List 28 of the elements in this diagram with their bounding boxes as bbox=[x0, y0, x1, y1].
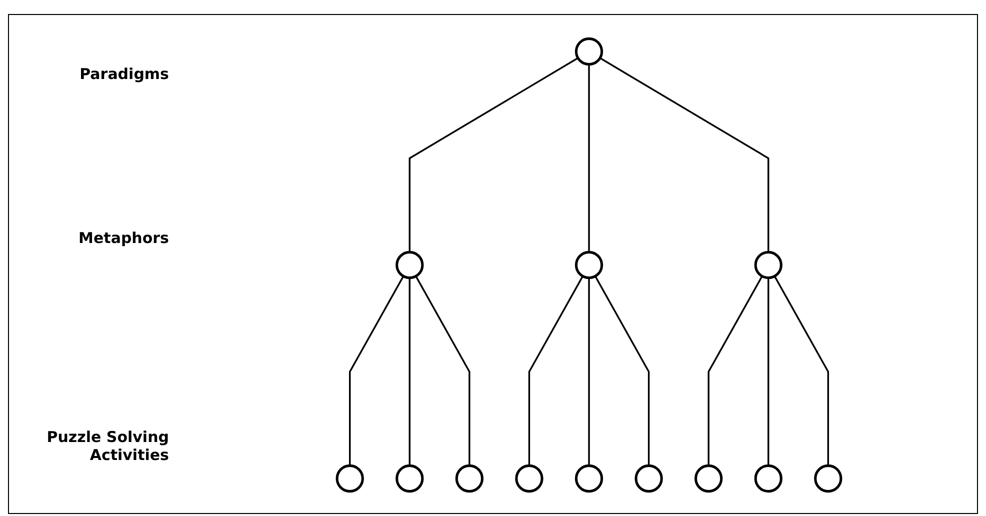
connector bbox=[415, 276, 470, 466]
node-circle bbox=[694, 464, 723, 493]
node-circle bbox=[634, 464, 663, 493]
node-circle bbox=[515, 464, 544, 493]
level-label: Paradigms bbox=[78, 64, 169, 83]
connector bbox=[408, 57, 578, 252]
connector bbox=[349, 276, 404, 466]
node-circle bbox=[455, 464, 484, 493]
node-circle bbox=[754, 464, 782, 493]
connector bbox=[588, 278, 590, 466]
connector bbox=[528, 276, 584, 466]
node-circle bbox=[396, 464, 424, 493]
node-circle bbox=[396, 250, 424, 280]
node-circle bbox=[754, 250, 782, 280]
level-label: Metaphors bbox=[78, 229, 169, 248]
connector bbox=[768, 278, 770, 466]
level-label: Puzzle Solving Activities bbox=[46, 428, 169, 464]
connector bbox=[588, 64, 590, 252]
connector bbox=[600, 57, 770, 252]
connector bbox=[408, 278, 410, 466]
node-circle bbox=[574, 464, 604, 493]
node-circle bbox=[574, 250, 604, 280]
connector bbox=[594, 276, 650, 466]
node-circle bbox=[336, 464, 364, 493]
connector bbox=[774, 276, 829, 466]
node-circle bbox=[574, 37, 604, 66]
connector bbox=[708, 276, 763, 466]
node-circle bbox=[814, 464, 842, 493]
